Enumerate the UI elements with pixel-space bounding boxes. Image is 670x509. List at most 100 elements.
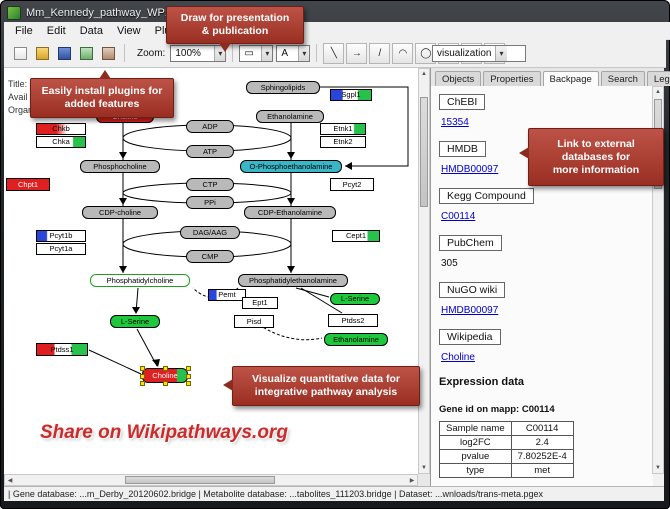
pathway-node-l-serine[interactable]: L-Serine [110, 315, 160, 328]
backpage-header-nugo-wiki: NuGO wiki [439, 282, 506, 298]
gene-id-line: Gene id on mapp: C00114 [439, 404, 555, 415]
pathway-node-pemt[interactable]: Pemt [208, 289, 246, 301]
pathway-node-chkb[interactable]: Chkb [36, 123, 86, 135]
menu-data[interactable]: Data [79, 24, 103, 37]
menu-file[interactable]: File [15, 24, 33, 37]
selection-handle[interactable] [163, 381, 168, 386]
pathway-node-cdp-ethanolamine[interactable]: CDP-Ethanolamine [244, 206, 336, 219]
backpage-link-chebi[interactable]: 15354 [441, 117, 469, 128]
scroll-left-icon[interactable]: ◀ [7, 477, 13, 484]
scroll-up-icon[interactable]: ▲ [655, 89, 661, 95]
curved-line-tool[interactable]: / [369, 42, 391, 64]
scroll-right-icon[interactable]: ▶ [409, 477, 415, 484]
import-button[interactable] [76, 43, 96, 63]
open-icon [35, 46, 49, 60]
tab-backpage[interactable]: Backpage [542, 71, 599, 87]
selection-handle[interactable] [186, 366, 191, 371]
titlebar[interactable]: Mm_Kennedy_pathway_WP1771_45176.gpml... [7, 3, 663, 22]
selection-handle[interactable] [140, 366, 145, 371]
scroll-down-icon[interactable]: ▼ [655, 465, 661, 471]
canvas-horizontal-scrollbar[interactable]: ◀ ▶ [4, 474, 418, 486]
menu-bar: FileEditDataViewPluginsHelp [4, 22, 670, 40]
arrow-tool[interactable]: → [346, 42, 368, 64]
scrollbar-thumb[interactable] [420, 97, 428, 207]
pathway-node-phosphatidylcholine[interactable]: Phosphatidylcholine [90, 274, 190, 287]
tab-properties[interactable]: Properties [483, 71, 541, 86]
pathway-node-ppi[interactable]: PPi [186, 196, 234, 209]
expression-table-cell: Sample name [439, 421, 512, 436]
pathway-node-sgpl1[interactable]: Sgpl1 [330, 89, 372, 101]
expression-table-cell: C00114 [510, 421, 574, 436]
pathway-node-choline[interactable]: Choline [140, 366, 191, 386]
selection-handle[interactable] [186, 373, 191, 379]
scrollbar-thumb[interactable] [125, 476, 275, 484]
tab-legend[interactable]: Legend [646, 71, 670, 86]
selection-handle[interactable] [140, 373, 145, 379]
pathway-node-pcyt1a[interactable]: Pcyt1a [36, 243, 86, 255]
pathway-node-etnk1[interactable]: Etnk1 [320, 123, 366, 135]
pathway-node-ctp[interactable]: CTP [186, 178, 234, 191]
visualization-combobox[interactable]: visualization [432, 45, 526, 62]
info-organism-label: Organ [8, 105, 34, 115]
pathway-node-pcyt2[interactable]: Pcyt2 [330, 178, 374, 191]
pathway-node-ethanolamine[interactable]: Ethanolamine [324, 333, 388, 346]
backpage-link-wikipedia[interactable]: Choline [441, 352, 475, 363]
open-button[interactable] [32, 43, 52, 63]
scrollbar-corner [418, 474, 430, 486]
line-tool[interactable]: ╲ [323, 42, 345, 64]
selection-handle[interactable] [163, 366, 168, 371]
pathway-node-atp[interactable]: ATP [186, 145, 234, 158]
pathway-node-phosphatidylethanolamine[interactable]: Phosphatidylethanolamine [238, 274, 348, 287]
backpage-link-nugo-wiki[interactable]: HMDB00097 [441, 305, 499, 316]
info-title-label: Title: [8, 79, 28, 89]
menu-view[interactable]: View [116, 24, 141, 37]
canvas-vertical-scrollbar[interactable]: ▲ ▼ [418, 68, 430, 474]
pathway-node-ptdss1[interactable]: Ptdss1 [36, 343, 88, 356]
pathway-node-o-phosphoethanolamine[interactable]: O-Phosphoethanolamine [240, 160, 342, 173]
selection-handle[interactable] [140, 381, 145, 386]
pathway-node-phosphocholine[interactable]: Phosphocholine [80, 160, 160, 173]
new-icon [13, 46, 27, 60]
pathway-node-cept1[interactable]: Cept1 [332, 230, 380, 242]
pathway-node-etnk2[interactable]: Etnk2 [320, 136, 366, 148]
label-tool-dropdown[interactable]: A [276, 44, 311, 62]
pathway-node-l-serine[interactable]: L-Serine [330, 293, 380, 305]
pathway-node-ethanolamine[interactable]: Ethanolamine [256, 110, 324, 123]
pathway-node-sphingolipids[interactable]: Sphingolipids [246, 81, 320, 94]
pathway-node-pisd[interactable]: Pisd [234, 315, 274, 328]
zoom-combobox[interactable]: 100% [170, 44, 227, 62]
selection-handle[interactable] [186, 381, 191, 386]
pathway-node-dag-aag[interactable]: DAG/AAG [180, 226, 240, 239]
pathway-node-cmp[interactable]: CMP [186, 250, 234, 263]
arc-tool[interactable]: ◠ [392, 42, 414, 64]
pathway-node-ptdss2[interactable]: Ptdss2 [328, 314, 378, 327]
tab-search[interactable]: Search [600, 71, 645, 86]
expression-data-title: Expression data [439, 376, 524, 388]
export-button[interactable] [98, 43, 118, 63]
pathway-node-cdp-choline[interactable]: CDP-choline [82, 206, 158, 219]
backpage-link-kegg-compound[interactable]: C00114 [441, 211, 476, 222]
visualization-value: visualization [437, 48, 492, 59]
backpage-link-hmdb[interactable]: HMDB00097 [441, 164, 499, 175]
toolbar-separator [316, 44, 318, 62]
callout-draw-presentation: Draw for presentation & publication [166, 6, 304, 52]
scroll-up-icon[interactable]: ▲ [421, 71, 427, 77]
pathway-node-chpt1[interactable]: Chpt1 [6, 178, 50, 191]
pathway-node-pcyt1b[interactable]: Pcyt1b [36, 230, 86, 242]
menu-edit[interactable]: Edit [46, 24, 66, 37]
save-button[interactable] [54, 43, 74, 63]
tab-objects[interactable]: Objects [435, 71, 482, 86]
datanode-tool-dropdown[interactable]: ▭ [239, 44, 274, 62]
new-button[interactable] [10, 43, 30, 63]
scroll-down-icon[interactable]: ▼ [421, 465, 427, 471]
pathway-node-ept1[interactable]: Ept1 [242, 297, 278, 309]
backpage-header-kegg-compound: Kegg Compound [439, 188, 534, 204]
pathway-node-adp[interactable]: ADP [186, 120, 234, 133]
pathway-node-chka[interactable]: Chka [36, 136, 86, 148]
